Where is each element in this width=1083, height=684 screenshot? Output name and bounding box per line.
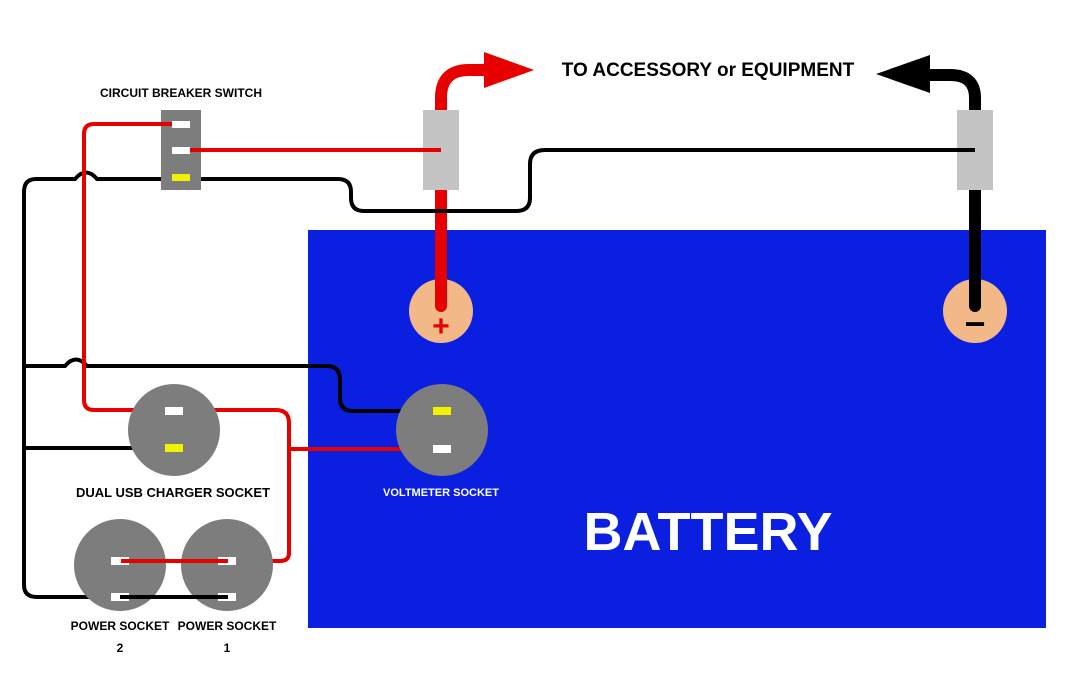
arrow-left-icon: [876, 55, 930, 93]
breaker-contact-middle: [172, 147, 190, 154]
heading-label: TO ACCESSORY or EQUIPMENT: [562, 60, 855, 81]
power-socket-2-contact-top: [111, 557, 129, 565]
battery-label: BATTERY: [584, 502, 833, 562]
voltmeter-contact-bottom: [433, 445, 451, 453]
power-socket-2-number: 2: [117, 641, 124, 655]
usb-contact-bottom: [165, 444, 183, 452]
black-wire-main: [22, 148, 975, 599]
power-socket-2-label: POWER SOCKET: [71, 619, 170, 633]
voltmeter-socket-label: VOLTMETER SOCKET: [383, 487, 499, 499]
breaker-contact-top: [172, 121, 190, 128]
usb-socket-icon: [128, 384, 220, 476]
power-socket-1-label: POWER SOCKET: [178, 619, 277, 633]
circuit-breaker-label: CIRCUIT BREAKER SWITCH: [100, 86, 262, 100]
breaker-contact-bottom: [172, 174, 190, 181]
negative-lead: [924, 69, 981, 312]
arrow-right-icon: [484, 52, 534, 88]
minus-sign: −: [964, 303, 985, 344]
power-socket-1-number: 1: [224, 641, 231, 655]
black-wire-voltmeter: [24, 357, 441, 413]
usb-contact-top: [165, 407, 183, 415]
voltmeter-socket-icon: [396, 384, 488, 476]
positive-lead: [435, 64, 496, 312]
plus-sign: +: [432, 310, 450, 343]
usb-socket-label: DUAL USB CHARGER SOCKET: [76, 485, 270, 500]
voltmeter-contact-top: [433, 407, 451, 415]
